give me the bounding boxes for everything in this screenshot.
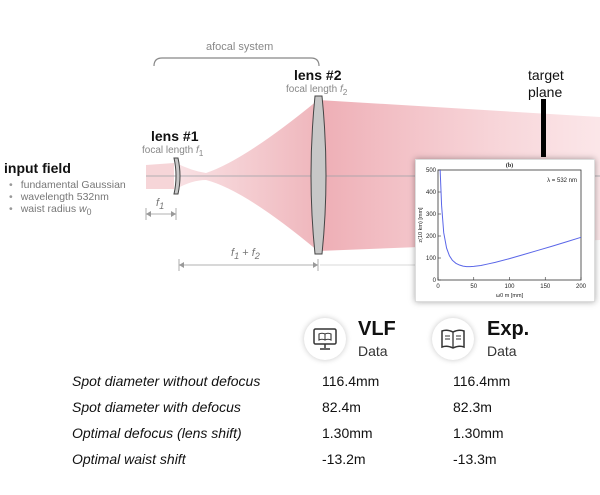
lens-2-subtitle: focal length f2 — [286, 84, 348, 97]
inset-plot: 0 50 100 150 200 0 100 200 300 400 500 (b) λ = 532 n… — [415, 159, 595, 302]
lens-1-shape — [173, 157, 181, 195]
x-tick-label: 200 — [576, 284, 587, 290]
dim-f1-label: f1 — [156, 197, 165, 212]
lens-1-subtitle: focal length f1 — [142, 145, 204, 158]
bullet-gaussian: fundamental Gaussian — [9, 179, 126, 191]
x-axis-label: ω0 m [mm] — [496, 293, 524, 299]
target-plane — [541, 99, 546, 157]
exp-heading: Exp. — [487, 318, 530, 340]
row-exp-value: -13.3m — [453, 451, 497, 467]
monitor-book-icon — [313, 328, 337, 350]
row-label: Spot diameter without defocus — [72, 373, 261, 389]
row-label: Optimal defocus (lens shift) — [72, 425, 242, 441]
vlf-icon-circle — [304, 318, 346, 360]
y-tick-label: 400 — [426, 190, 437, 196]
afocal-bracket — [153, 57, 320, 67]
legend-label: λ = 532 nm — [547, 178, 577, 184]
input-field-title: input field — [4, 160, 71, 176]
target-plane-label: target plane — [528, 67, 564, 100]
y-tick-label: 200 — [426, 234, 437, 240]
y-tick-label: 0 — [433, 278, 437, 284]
row-vlf-value: 1.30mm — [322, 425, 373, 441]
exp-icon-circle — [432, 318, 474, 360]
x-tick-label: 150 — [540, 284, 551, 290]
input-field-bullets: fundamental Gaussian wavelength 532nm wa… — [9, 179, 126, 218]
y-tick-label: 300 — [426, 212, 437, 218]
dim-f1-plus-f2-label: f1 + f2 — [231, 247, 260, 262]
x-tick-label: 100 — [504, 284, 515, 290]
y-tick-label: 500 — [426, 168, 437, 174]
lens-2-title: lens #2 — [294, 67, 342, 83]
lens-1-title: lens #1 — [151, 128, 199, 144]
row-exp-value: 116.4mm — [453, 373, 511, 389]
exp-subheading: Data — [487, 343, 517, 359]
plot-frame — [437, 169, 582, 281]
x-tick-label: 50 — [470, 284, 477, 290]
afocal-system-label: afocal system — [206, 41, 274, 53]
row-label: Optimal waist shift — [72, 451, 186, 467]
row-exp-value: 1.30mm — [453, 425, 504, 441]
row-label: Spot diameter with defocus — [72, 399, 241, 415]
lens-2-shape — [310, 95, 327, 255]
row-vlf-value: 82.4m — [322, 399, 361, 415]
row-vlf-value: 116.4mm — [322, 373, 380, 389]
row-vlf-value: -13.2m — [322, 451, 366, 467]
vlf-subheading: Data — [358, 343, 388, 359]
vlf-heading: VLF — [358, 318, 396, 340]
x-tick-label: 0 — [436, 284, 440, 290]
inset-plot-svg: 0 50 100 150 200 0 100 200 300 400 500 (b) λ = 532 n… — [418, 162, 587, 299]
series-line — [439, 169, 582, 268]
y-axis-label: z(10 km) [mm] — [418, 207, 424, 243]
open-book-icon — [441, 329, 465, 349]
row-exp-value: 82.3m — [453, 399, 492, 415]
panel-label: (b) — [506, 162, 513, 169]
bullet-wavelength: wavelength 532nm — [9, 191, 126, 203]
y-tick-label: 100 — [426, 256, 437, 262]
expanding-beam — [176, 100, 318, 251]
bullet-waist: waist radius w0 — [9, 203, 126, 218]
